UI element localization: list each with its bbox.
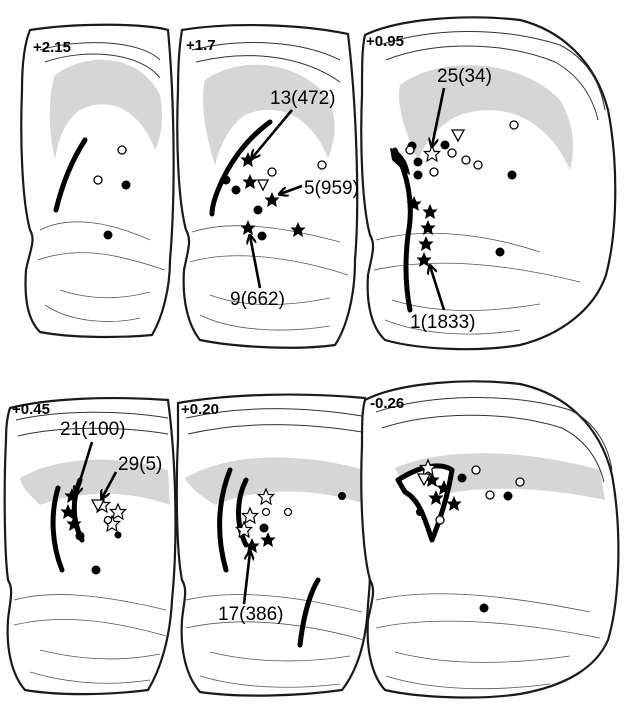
site-label: 29(5) xyxy=(118,454,162,475)
filled-circle-site xyxy=(414,171,423,180)
filled-circle-site xyxy=(338,492,346,500)
section-plus-0-20: +0.20 17(386) xyxy=(177,395,372,696)
filled-circle-site xyxy=(458,474,467,483)
open-circle-site xyxy=(474,161,482,169)
filled-circle-site xyxy=(76,532,85,541)
section-plus-0-95: +0.95 25(34) 1(1833) xyxy=(361,17,615,349)
filled-circle-site xyxy=(104,231,113,240)
open-circle-site xyxy=(462,156,470,164)
filled-circle-site xyxy=(232,186,241,195)
site-label: 5(959) xyxy=(304,178,359,199)
section-coordinate: +0.20 xyxy=(181,401,219,418)
open-circle-site xyxy=(263,509,270,516)
open-circle-site xyxy=(118,146,126,154)
section-outline xyxy=(5,398,176,694)
open-circle-site xyxy=(285,509,292,516)
filled-circle-site xyxy=(115,532,122,539)
filled-circle-site xyxy=(222,176,231,185)
filled-circle-site xyxy=(508,171,517,180)
section-plus-0-45: +0.45 21(100) 29(5) xyxy=(5,398,176,694)
open-circle-site xyxy=(486,491,494,499)
section-coordinate: +2.15 xyxy=(33,39,71,56)
filled-circle-site xyxy=(441,141,450,150)
section-plus-2-15: +2.15 xyxy=(21,25,173,337)
open-circle-site xyxy=(105,517,112,524)
site-label: 21(100) xyxy=(60,419,126,440)
filled-circle-site xyxy=(92,566,101,575)
open-circle-site xyxy=(516,478,524,486)
filled-circle-site xyxy=(504,492,513,501)
section-coordinate: -0.26 xyxy=(370,395,404,412)
open-circle-site xyxy=(448,149,456,157)
site-label: 9(662) xyxy=(230,289,285,310)
site-label: 17(386) xyxy=(218,604,284,625)
open-circle-site xyxy=(510,121,518,129)
site-label: 13(472) xyxy=(270,88,336,109)
filled-circle-site xyxy=(480,604,489,613)
section-coordinate: +0.45 xyxy=(12,401,50,418)
open-circle-site xyxy=(430,168,438,176)
open-circle-site xyxy=(436,516,444,524)
filled-circle-site xyxy=(254,206,263,215)
open-circle-site xyxy=(94,176,102,184)
site-label: 25(34) xyxy=(437,66,492,87)
site-label: 1(1833) xyxy=(410,312,476,333)
section-coordinate: +0.95 xyxy=(366,33,404,50)
open-circle-site xyxy=(472,466,480,474)
open-circle-site xyxy=(318,161,326,169)
filled-circle-site xyxy=(258,232,267,241)
filled-circle-site xyxy=(122,181,131,190)
section-coordinate: +1.7 xyxy=(186,37,216,54)
filled-circle-site xyxy=(260,524,269,533)
section-outline xyxy=(361,381,618,697)
filled-circle-site xyxy=(416,508,424,516)
filled-circle-site xyxy=(496,248,505,257)
open-circle-site xyxy=(268,168,276,176)
filled-circle-site xyxy=(414,158,423,167)
open-circle-site xyxy=(406,146,414,154)
section-plus-1-7: +1.7 13(472) 5(959) 9(662) xyxy=(177,25,359,348)
section-outline xyxy=(177,395,372,696)
section-minus-0-26: -0.26 xyxy=(361,381,618,697)
